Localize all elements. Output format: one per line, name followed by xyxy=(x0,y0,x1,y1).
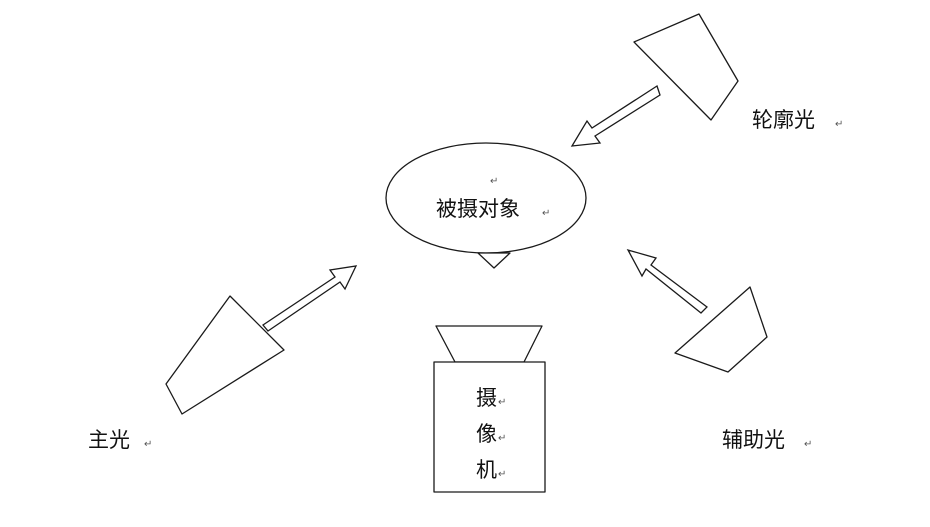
camera-mark-2: ↵ xyxy=(498,433,506,444)
rim-light: 轮廓光 ↵ xyxy=(570,13,843,147)
rim-light-label: 轮廓光 xyxy=(752,108,815,132)
rim-light-lamp xyxy=(633,13,739,121)
key-light-arrow xyxy=(262,265,358,332)
camera-char-1: 摄 xyxy=(476,386,497,410)
camera-char-3: 机 xyxy=(476,458,497,482)
fill-light: 辅助光 ↵ xyxy=(626,248,812,452)
fill-light-mark: ↵ xyxy=(804,439,812,450)
fill-light-label: 辅助光 xyxy=(722,428,785,452)
key-light-label: 主光 xyxy=(88,428,130,452)
rim-light-arrow xyxy=(570,84,661,147)
rim-light-mark: ↵ xyxy=(835,119,843,130)
subject: ↵ 被摄对象 ↵ xyxy=(385,142,587,269)
camera-mark-1: ↵ xyxy=(498,397,506,408)
camera-lens xyxy=(435,325,543,363)
subject-pointer xyxy=(477,252,511,269)
fill-light-arrow xyxy=(626,248,708,314)
key-light: 主光 ↵ xyxy=(88,265,358,452)
subject-mark-after: ↵ xyxy=(542,208,550,219)
camera-char-2: 像 xyxy=(476,422,497,446)
camera-mark-3: ↵ xyxy=(498,469,506,480)
key-light-lamp xyxy=(165,295,285,415)
subject-mark-top: ↵ xyxy=(490,176,498,187)
camera-body xyxy=(433,361,546,493)
fill-light-lamp xyxy=(674,286,768,373)
subject-label: 被摄对象 xyxy=(436,197,520,221)
key-light-mark: ↵ xyxy=(144,439,152,450)
camera: 摄 ↵ 像 ↵ 机 ↵ xyxy=(433,325,546,493)
